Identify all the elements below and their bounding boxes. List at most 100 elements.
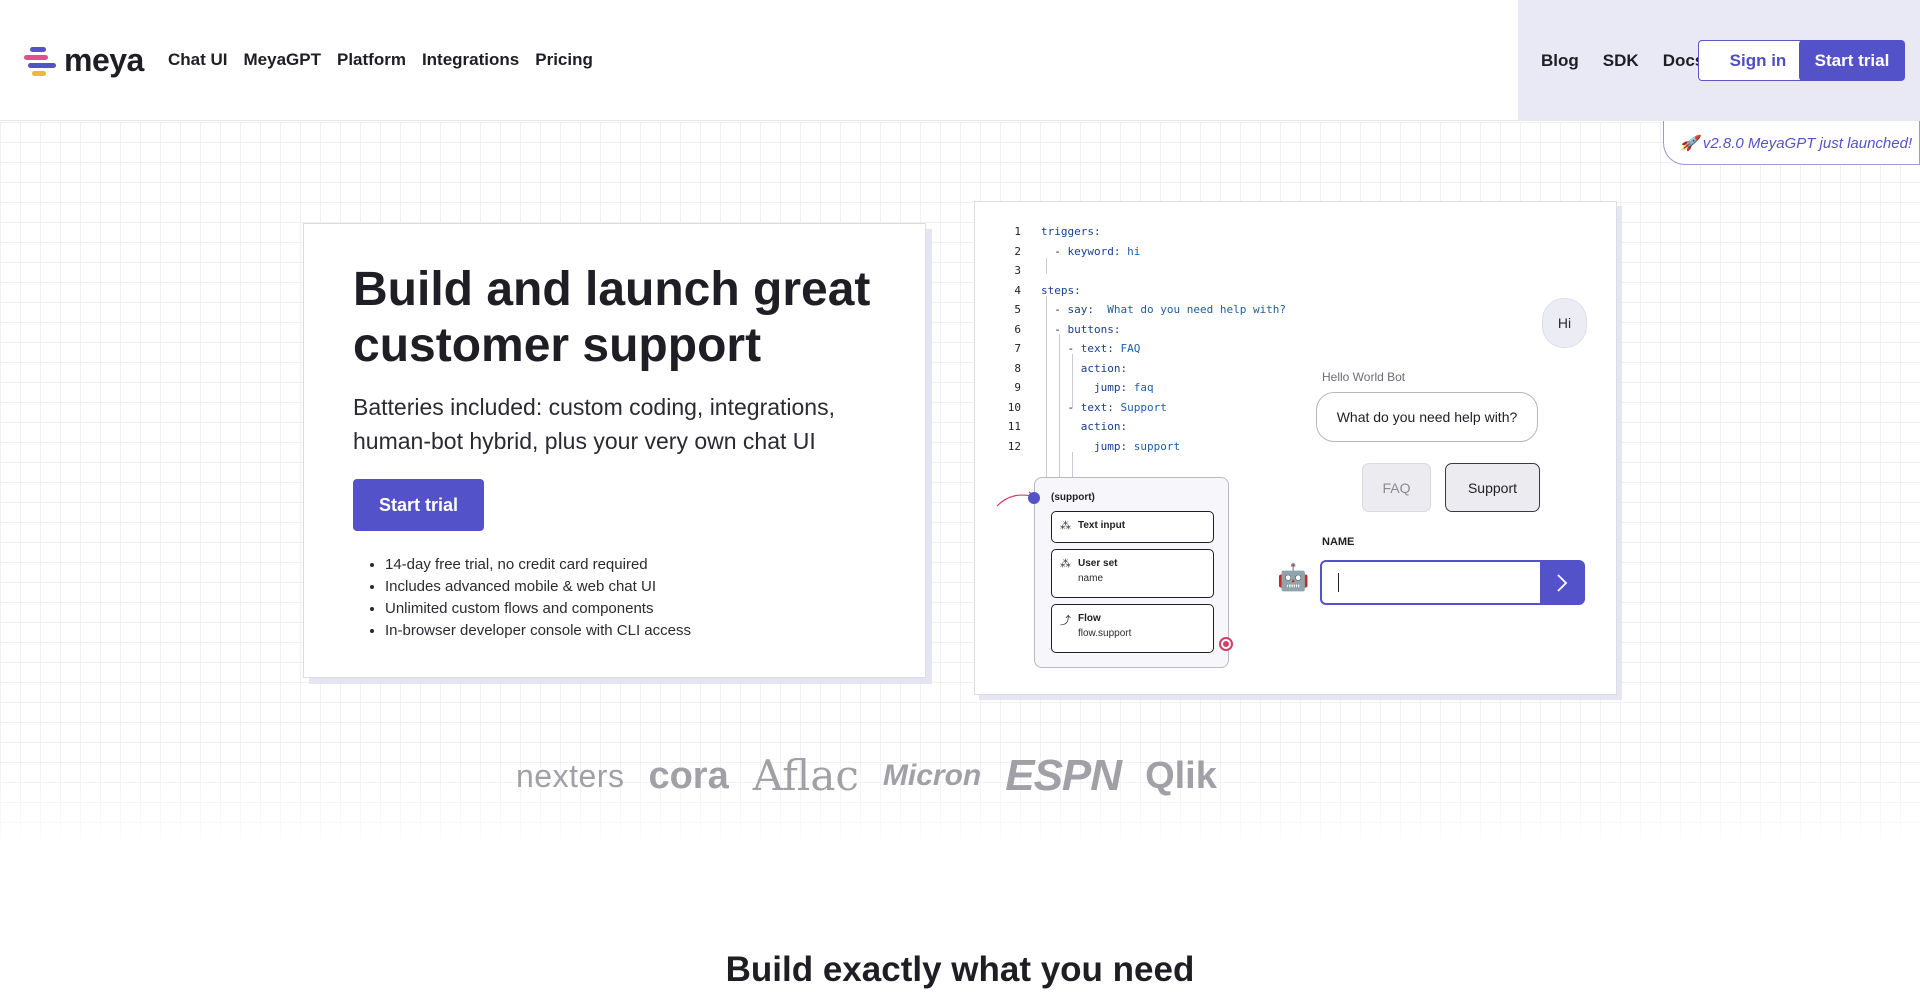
flow-node-flow[interactable]: ⤴ Flow flow.support: [1051, 604, 1214, 653]
line-number: 10: [1007, 400, 1021, 414]
secondary-nav: Blog SDK Docs: [1541, 49, 1704, 73]
code-indent: -: [1041, 303, 1068, 316]
code-line: 2 - keyword: hi: [997, 242, 1286, 262]
line-number: 4: [1014, 283, 1021, 297]
release-announcement-link[interactable]: 🚀 v2.8.0 MeyaGPT just launched!: [1663, 121, 1920, 165]
code-key: triggers:: [1041, 225, 1101, 238]
bot-message-bubble: What do you need help with?: [1316, 392, 1538, 442]
flow-node-text-input[interactable]: ⁂ Text input: [1051, 511, 1214, 543]
code-line: 5 - say: What do you need help with?: [997, 300, 1286, 320]
line-number: 11: [1007, 420, 1021, 433]
espn-logo: ESPN: [1005, 751, 1122, 800]
line-number: 6: [1014, 322, 1021, 336]
indent-guide: [1059, 334, 1060, 510]
logo-mark-icon: [24, 44, 56, 76]
code-key: action:: [1080, 420, 1128, 433]
section-title: Build exactly what you need: [725, 950, 1195, 989]
code-value: FAQ: [1113, 342, 1141, 355]
line-number: 2: [1014, 244, 1021, 258]
code-line: 3: [997, 261, 1286, 281]
hero-card: Build and launch great customer support …: [303, 223, 926, 678]
header-start-trial-button[interactable]: Start trial: [1799, 40, 1905, 81]
aflac-logo: Aflac: [752, 751, 859, 800]
nav-chat-ui[interactable]: Chat UI: [168, 50, 228, 69]
flow-node-title: User set: [1078, 558, 1118, 569]
name-input[interactable]: [1322, 562, 1532, 603]
code-value: faq: [1127, 381, 1154, 394]
nav-blog[interactable]: Blog: [1541, 51, 1579, 70]
nav-docs[interactable]: Docs: [1662, 51, 1705, 70]
code-line: 6 - buttons:: [997, 320, 1286, 340]
code-line: 11 action:: [997, 417, 1286, 437]
code-key: jump:: [1093, 439, 1128, 453]
code-indent: -: [1041, 400, 1081, 414]
indent-guide: [1046, 296, 1047, 510]
code-key: action:: [1080, 361, 1128, 375]
component-icon: ⁂: [1060, 520, 1071, 532]
feature-item: Unlimited custom flows and components: [385, 598, 691, 620]
nav-platform[interactable]: Platform: [336, 50, 406, 69]
flow-node-subtitle: name: [1078, 573, 1104, 584]
feature-item: Includes advanced mobile & web chat UI: [385, 576, 691, 598]
nav-pricing[interactable]: Pricing: [535, 50, 593, 69]
qlik-logo: Qlik: [1145, 755, 1217, 797]
flow-diagram: (support) ⁂ Text input ⁂ User set name ⤴…: [1034, 477, 1229, 668]
sign-in-button[interactable]: Sign in: [1698, 40, 1818, 81]
code-indent: -: [1041, 244, 1068, 258]
hero-subtitle: Batteries included: custom coding, integ…: [353, 394, 835, 454]
code-indent: [1041, 378, 1094, 398]
indent-guide: [1046, 258, 1047, 274]
flow-branch-icon: ⤴: [1060, 615, 1071, 627]
micron-logo: Micron: [882, 759, 982, 792]
feature-item: In-browser developer console with CLI ac…: [385, 620, 691, 642]
code-line: 12 jump: support: [997, 437, 1286, 457]
line-number: 3: [1014, 264, 1021, 277]
line-number: 7: [1014, 342, 1021, 355]
code-key: text:: [1080, 400, 1114, 414]
code-key: buttons:: [1067, 322, 1121, 336]
code-line: 7 - text: FAQ: [997, 339, 1286, 359]
code-value: What do you need help with?: [1094, 303, 1287, 316]
main-nav: Chat UI MeyaGPT Platform Integrations Pr…: [168, 48, 593, 72]
nav-sdk[interactable]: SDK: [1602, 51, 1639, 70]
meya-logo[interactable]: meya: [24, 44, 144, 76]
code-line: 8 action:: [997, 359, 1286, 379]
code-key: text:: [1080, 342, 1114, 355]
logo-wordmark: meya: [64, 42, 144, 78]
name-input-wrapper: [1320, 560, 1585, 605]
code-value: Support: [1113, 400, 1167, 414]
code-key: steps:: [1041, 283, 1081, 297]
quick-reply-faq-button[interactable]: FAQ: [1362, 463, 1431, 512]
flow-node-title: Text input: [1078, 520, 1126, 531]
user-message-bubble: Hi: [1542, 298, 1587, 348]
feature-list: 14-day free trial, no credit card requir…: [385, 554, 691, 642]
code-indent: -: [1041, 322, 1068, 336]
line-number: 9: [1014, 381, 1021, 394]
bot-name-label: Hello World Bot: [1322, 370, 1406, 384]
nexters-logo: nexters: [516, 758, 625, 794]
text-cursor: [1338, 573, 1339, 592]
name-field-label: NAME: [1322, 536, 1355, 548]
flow-output-port: [1219, 637, 1233, 651]
code-value: support: [1127, 439, 1181, 453]
line-number: 12: [1007, 439, 1021, 453]
quick-reply-support-button[interactable]: Support: [1445, 463, 1540, 512]
cora-logo: cora: [648, 755, 729, 797]
code-indent: [1041, 437, 1094, 457]
code-indent: -: [1041, 342, 1081, 355]
hero-fade: [0, 760, 1920, 860]
send-button[interactable]: [1540, 562, 1583, 603]
nav-meyagpt[interactable]: MeyaGPT: [243, 50, 321, 69]
code-line: 4 steps:: [997, 281, 1286, 301]
site-header: meya Chat UI MeyaGPT Platform Integratio…: [0, 0, 1920, 121]
indent-guide: [1072, 354, 1073, 408]
flow-node-user-set[interactable]: ⁂ User set name: [1051, 549, 1214, 598]
code-line: 10 - text: Support: [997, 398, 1286, 418]
chevron-right-icon: [1556, 573, 1567, 592]
feature-item: 14-day free trial, no credit card requir…: [385, 554, 691, 576]
nav-integrations[interactable]: Integrations: [421, 50, 520, 69]
hero-start-trial-button[interactable]: Start trial: [353, 479, 484, 531]
